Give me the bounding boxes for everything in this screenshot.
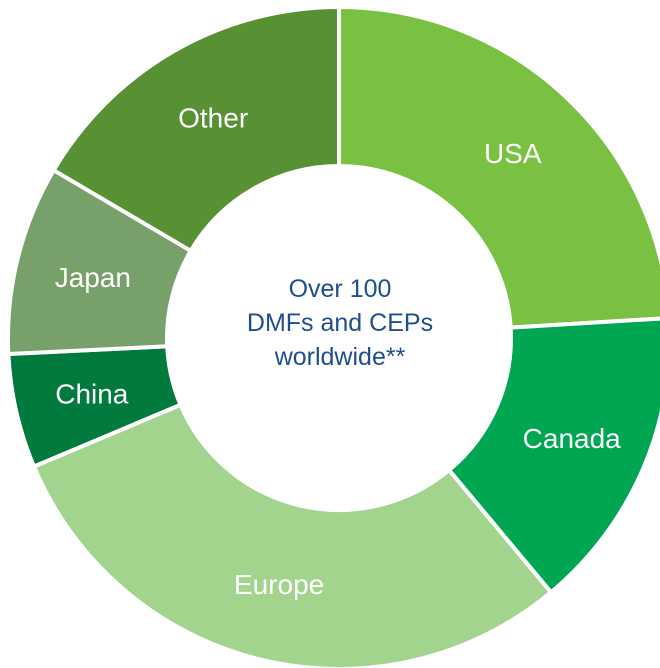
center-caption: Over 100 DMFs and CEPs worldwide** bbox=[200, 272, 480, 374]
slice-group bbox=[6, 4, 660, 668]
slice-usa bbox=[337, 4, 660, 330]
slice-label-other: Other bbox=[178, 102, 248, 133]
slice-label-canada: Canada bbox=[523, 423, 622, 454]
center-caption-line-1: Over 100 bbox=[288, 275, 392, 303]
center-caption-line-3: worldwide** bbox=[274, 343, 406, 371]
slice-label-japan: Japan bbox=[55, 262, 131, 293]
slice-other bbox=[50, 4, 341, 254]
slice-label-europe: Europe bbox=[234, 569, 324, 600]
slice-europe bbox=[31, 402, 554, 668]
slice-label-china: China bbox=[55, 379, 129, 410]
slice-label-usa: USA bbox=[484, 138, 542, 169]
slice-canada bbox=[446, 316, 660, 596]
center-caption-line-2: DMFs and CEPs bbox=[246, 309, 434, 337]
